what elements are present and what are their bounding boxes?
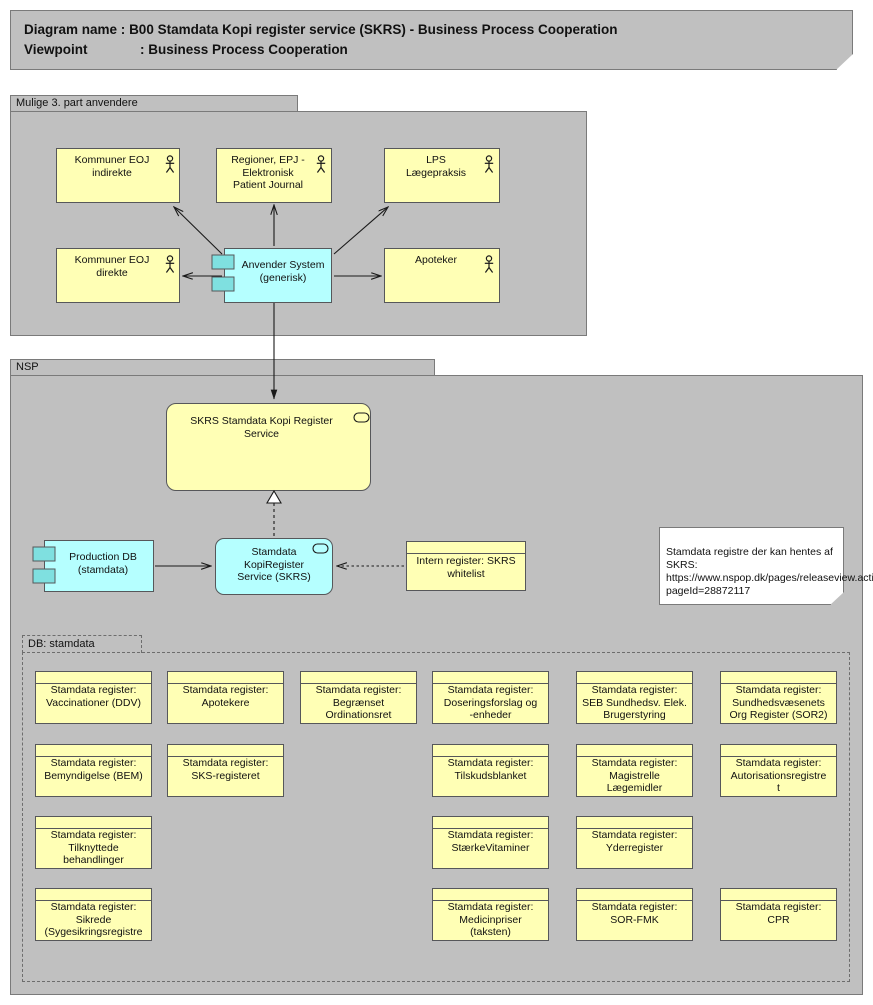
actor-label: Apoteker [414,254,458,266]
group-tab-db-stamdata: DB: stamdata [22,635,142,653]
register-header-bar [36,672,151,684]
register-box[interactable]: Stamdata register: Medicinpriser (takste… [432,888,549,941]
register-label: Stamdata register: CPR [735,901,822,926]
register-header-bar [577,672,692,684]
register-label: Stamdata register: Magistrelle Lægemidle… [591,757,678,795]
register-box[interactable]: Stamdata register: Begrænset Ordinations… [300,671,417,724]
note-fold-corner [830,592,844,605]
register-header-bar [577,889,692,901]
register-label: Stamdata register: Bemyndigelse (BEM) [44,757,143,782]
register-label: Stamdata register: Tilskudsblanket [447,757,534,782]
register-box[interactable]: Stamdata register: Tilskudsblanket [432,744,549,797]
actor-label: LPS Lægepraksis [405,154,467,179]
service-skrs-stamdata-kopi-register[interactable]: SKRS Stamdata Kopi Register Service [166,403,371,491]
component-label: Production DB (stamdata) [69,551,137,576]
actor-kommuner-eoj-direkte[interactable]: Kommuner EOJ direkte [56,248,180,303]
register-box[interactable]: Stamdata register: Apotekere [167,671,284,724]
register-header-bar [721,672,836,684]
group-db-stamdata [22,652,850,982]
register-box[interactable]: Stamdata register: Magistrelle Lægemidle… [576,744,693,797]
component-stamdata-kopiregister-service[interactable]: Stamdata KopiRegister Service (SKRS) [215,538,333,595]
register-label: Stamdata register: Apotekere [182,684,269,709]
component-label: Stamdata KopiRegister Service (SKRS) [237,546,311,584]
actor-apoteker[interactable]: Apoteker [384,248,500,303]
register-header-bar [168,745,283,757]
actor-label: Kommuner EOJ indirekte [74,154,150,179]
register-header-bar [721,745,836,757]
register-label: Stamdata register: SKS-registeret [182,757,269,782]
register-header-bar [168,672,283,684]
object-label: Intern register: SKRS whitelist [416,555,516,580]
register-label: Stamdata register: Sundhedsvæsenets Org … [729,684,828,722]
register-label: Stamdata register: Sikrede (Sygesikrings… [44,901,143,939]
register-label: Stamdata register: Doseringsforslag og -… [443,684,538,722]
group-tab-nsp: NSP [10,359,435,376]
component-label: Anvender System (generisk) [241,259,325,284]
viewpoint-value: : Business Process Cooperation [140,42,348,57]
register-box[interactable]: Stamdata register: CPR [720,888,837,941]
register-header-bar [433,817,548,829]
register-header-bar [577,817,692,829]
register-box[interactable]: Stamdata register: Doseringsforslag og -… [432,671,549,724]
register-label: Stamdata register: Begrænset Ordinations… [315,684,402,722]
actor-kommuner-eoj-indirekte[interactable]: Kommuner EOJ indirekte [56,148,180,203]
register-label: Stamdata register: SEB Sundhedsv. Elek. … [582,684,687,722]
component-anvender-system[interactable]: Anvender System (generisk) [224,248,332,303]
register-box[interactable]: Stamdata register: Bemyndigelse (BEM) [35,744,152,797]
diagram-name-key: Diagram name : [24,22,126,37]
viewpoint-line: Viewpoint : Business Process Cooperation [24,42,348,57]
register-box[interactable]: Stamdata register: SKS-registeret [167,744,284,797]
register-box[interactable]: Stamdata register: Tilknyttede behandlin… [35,816,152,869]
register-header-bar [433,672,548,684]
register-box[interactable]: Stamdata register: Autorisationsregistre… [720,744,837,797]
diagram-name-value: B00 Stamdata Kopi register service (SKRS… [129,22,618,37]
diagram-name-line: Diagram name : B00 Stamdata Kopi registe… [24,22,617,37]
register-box[interactable]: Stamdata register: Sundhedsvæsenets Org … [720,671,837,724]
group-tab-third-party: Mulige 3. part anvendere [10,95,298,112]
register-box[interactable]: Stamdata register: Yderregister [576,816,693,869]
register-header-bar [577,745,692,757]
register-box[interactable]: Stamdata register: StærkeVitaminer [432,816,549,869]
register-header-bar [36,889,151,901]
register-label: Stamdata register: StærkeVitaminer [447,829,534,854]
register-header-bar [36,817,151,829]
register-header-bar [301,672,416,684]
register-label: Stamdata register: Yderregister [591,829,678,854]
banner-fold-corner [836,54,853,70]
register-box[interactable]: Stamdata register: SOR-FMK [576,888,693,941]
viewpoint-key: Viewpoint [24,42,88,57]
register-label: Stamdata register: SOR-FMK [591,901,678,926]
diagram-title-banner: Diagram name : B00 Stamdata Kopi registe… [10,10,853,70]
object-header-bar [407,542,525,554]
note-stamdata-registre: Stamdata registre der kan hentes af SKRS… [659,527,873,605]
register-box[interactable]: Stamdata register: Vaccinationer (DDV) [35,671,152,724]
actor-lps-laegepraksis[interactable]: LPS Lægepraksis [384,148,500,203]
data-object-intern-register-skrs-whitelist[interactable]: Intern register: SKRS whitelist [406,541,526,591]
actor-regioner-epj[interactable]: Regioner, EPJ - Elektronisk Patient Jour… [216,148,332,203]
actor-label: Kommuner EOJ direkte [74,254,150,279]
component-production-db[interactable]: Production DB (stamdata) [44,540,154,592]
note-text: Stamdata registre der kan hentes af SKRS… [666,546,873,597]
register-box[interactable]: Stamdata register: Sikrede (Sygesikrings… [35,888,152,941]
actor-label: Regioner, EPJ - Elektronisk Patient Jour… [231,154,305,192]
register-header-bar [433,889,548,901]
register-label: Stamdata register: Vaccinationer (DDV) [46,684,141,709]
register-header-bar [433,745,548,757]
register-box[interactable]: Stamdata register: SEB Sundhedsv. Elek. … [576,671,693,724]
service-label: SKRS Stamdata Kopi Register Service [190,415,333,440]
register-header-bar [36,745,151,757]
register-label: Stamdata register: Tilknyttede behandlin… [50,829,137,867]
register-label: Stamdata register: Medicinpriser (takste… [447,901,534,939]
register-label: Stamdata register: Autorisationsregistre… [730,757,827,795]
register-header-bar [721,889,836,901]
